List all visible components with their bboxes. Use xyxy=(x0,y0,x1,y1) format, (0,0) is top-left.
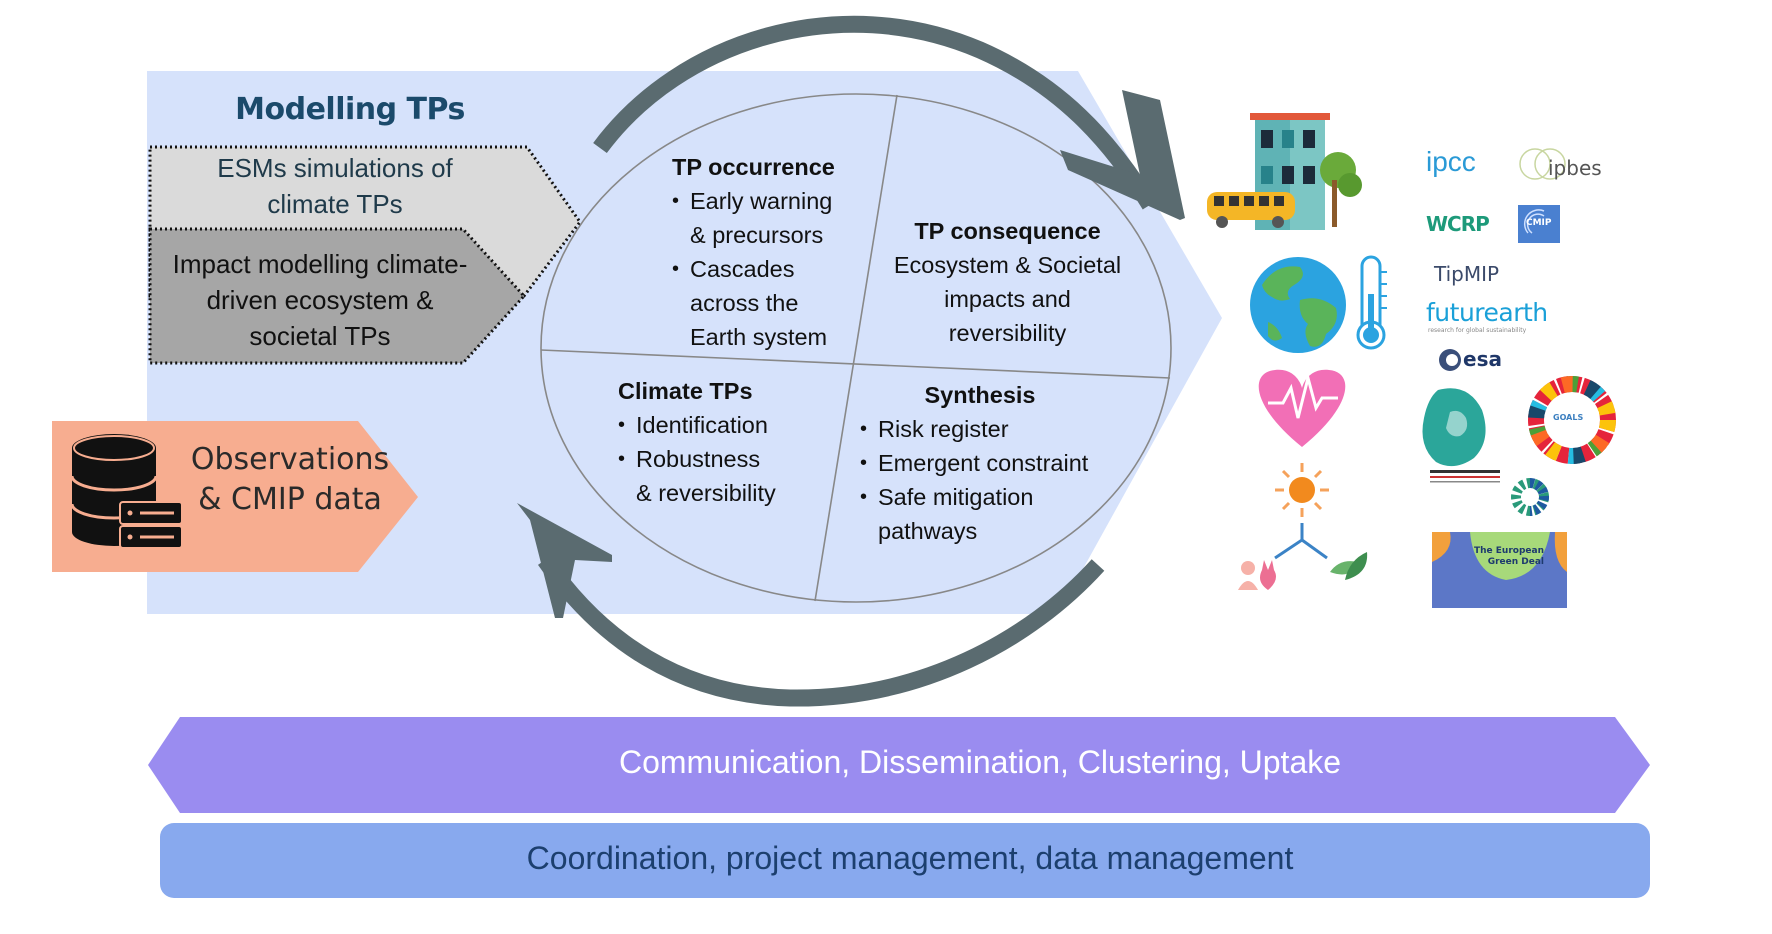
list-item-cont: Earth system xyxy=(690,324,828,350)
top-cycle-arrow-icon xyxy=(593,15,1185,220)
list-item: Robustness xyxy=(618,442,848,476)
quadrant-tp-consequence: TP consequence Ecosystem & Societal impa… xyxy=(885,214,1130,350)
quadrant-line: impacts and xyxy=(944,286,1071,312)
cycle-divider-horizontal xyxy=(540,349,1171,379)
quadrant-tp-occurrence: TP occurrence Early warning & precursors… xyxy=(672,150,922,354)
ipbes-logo: ipbes xyxy=(1548,156,1602,180)
quadrant-title: TP occurrence xyxy=(672,154,835,180)
quadrant-title: TP consequence xyxy=(914,218,1101,244)
ipbes-logo-circles xyxy=(1519,148,1566,180)
coordination-bar-label: Coordination, project management, data m… xyxy=(526,840,1294,876)
list-item: Safe mitigation xyxy=(860,480,1120,514)
quadrant-climate-tps: Climate TPs Identification Robustness & … xyxy=(618,374,848,510)
eu-environment-logo xyxy=(1511,478,1549,516)
futurearth-logo: futurearth xyxy=(1426,298,1548,327)
quadrant-line: reversibility xyxy=(948,320,1067,346)
green-deal-logo-text: The European Green Deal xyxy=(1474,546,1544,568)
impact-arrow-line: driven ecosystem & xyxy=(206,285,434,315)
thermometer-icon xyxy=(1356,255,1387,350)
list-item: Early warning xyxy=(672,184,922,218)
quadrant-title: Climate TPs xyxy=(618,378,753,404)
communication-bar-shape xyxy=(148,717,1650,813)
european-green-deal-logo xyxy=(1432,532,1567,608)
wcrp-logo: WCRP xyxy=(1426,212,1490,236)
heart-pulse-icon xyxy=(1258,369,1346,447)
impact-arrow-line: Impact modelling climate- xyxy=(172,249,468,279)
esa-logo-mark xyxy=(1439,349,1461,371)
green-deal-line: The European xyxy=(1474,546,1544,556)
bottom-cycle-arrow-icon xyxy=(517,503,1105,707)
cmip-logo xyxy=(1518,205,1560,243)
impact-arrow-line: societal TPs xyxy=(249,321,391,351)
database-icon xyxy=(70,434,183,549)
quadrant-line: Ecosystem & Societal xyxy=(893,252,1122,278)
cop15-biodiversity-logo xyxy=(1422,388,1500,483)
esm-arrow-label: ESMs simulations of climate TPs xyxy=(160,150,510,222)
futurearth-tagline: research for global sustainability xyxy=(1428,327,1527,334)
list-item: Cascades xyxy=(672,252,922,286)
esm-arrow-line: climate TPs xyxy=(267,189,403,219)
sdg-wheel-logo xyxy=(1528,376,1616,464)
list-item-cont: & reversibility xyxy=(636,480,776,506)
observations-label: Observations & CMIP data xyxy=(180,440,400,520)
esm-arrow-line: ESMs simulations of xyxy=(217,153,453,183)
esa-logo: esa xyxy=(1463,347,1502,371)
sdg-logo-text: GOALS xyxy=(1553,413,1584,422)
cycle-divider-vertical xyxy=(814,94,898,602)
list-item: Identification xyxy=(618,408,848,442)
impact-arrow-label: Impact modelling climate- driven ecosyst… xyxy=(155,246,485,354)
earth-globe-icon xyxy=(1250,257,1346,353)
quadrant-title: Synthesis xyxy=(924,382,1036,408)
observations-line: Observations xyxy=(190,442,390,477)
tipmip-logo: TipMIP xyxy=(1434,262,1500,286)
quadrant-synthesis: Synthesis Risk register Emergent constra… xyxy=(860,378,1120,548)
impact-arrow-shape xyxy=(148,227,527,365)
list-item-cont: pathways xyxy=(878,518,978,544)
observations-line: & CMIP data xyxy=(198,482,382,517)
list-item-cont: & precursors xyxy=(690,222,824,248)
sun-people-plant-icon xyxy=(1238,463,1368,590)
green-deal-line: Green Deal xyxy=(1487,557,1544,567)
school-building-bus-tree-icon xyxy=(1207,113,1362,230)
ipcc-logo: ipcc xyxy=(1426,146,1476,177)
list-item: Emergent constraint xyxy=(860,446,1120,480)
list-item: Risk register xyxy=(860,412,1120,446)
coordination-bar-shape xyxy=(160,823,1650,898)
cmip-logo-text: CMIP xyxy=(1526,218,1552,228)
list-item-cont: across the xyxy=(690,290,799,316)
communication-bar-label: Communication, Dissemination, Clustering… xyxy=(618,744,1342,780)
modelling-title: Modelling TPs xyxy=(235,92,465,127)
